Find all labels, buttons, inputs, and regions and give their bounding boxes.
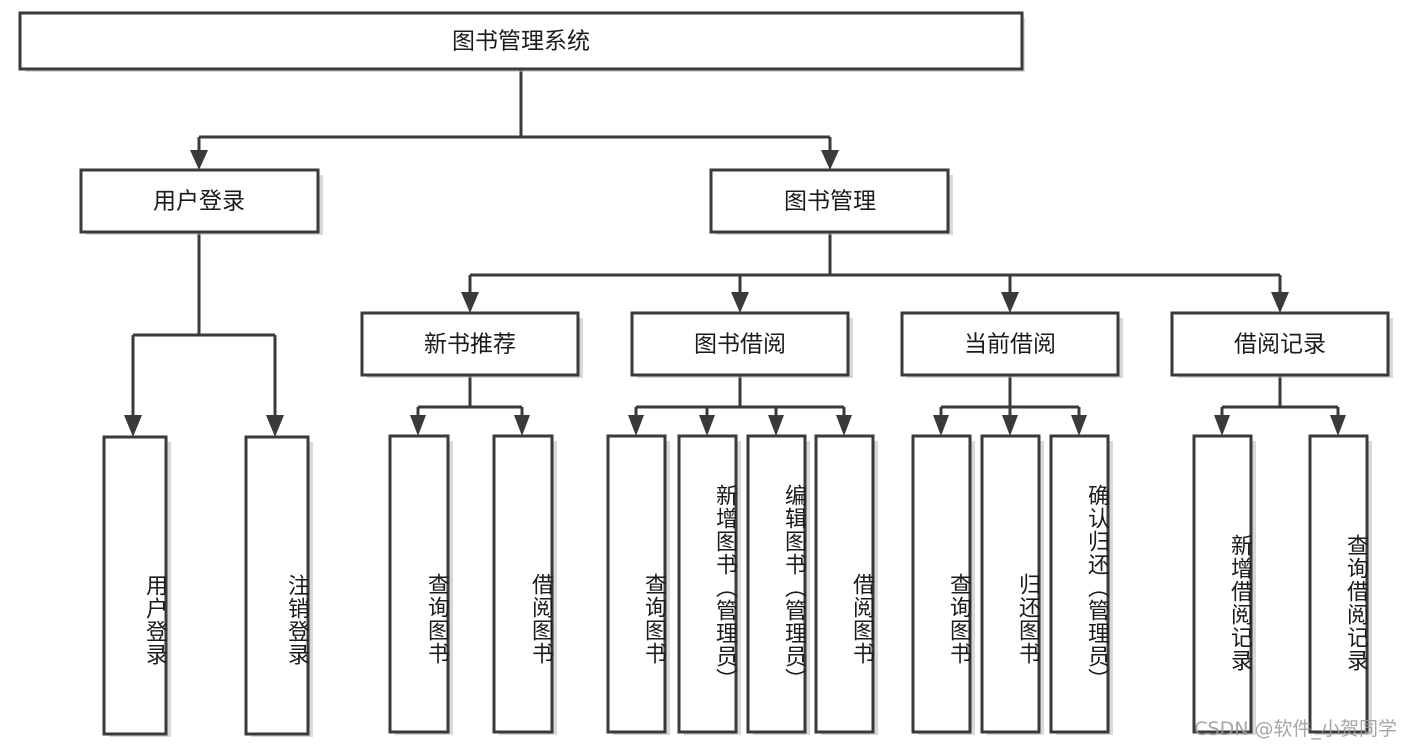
arrowhead-leaf-user-logout — [266, 415, 284, 437]
arrowhead-book-borrow — [731, 292, 749, 313]
arrowhead-borrow-record — [1271, 292, 1289, 313]
arrowhead-current-borrow — [1001, 292, 1019, 313]
node-book-borrow-box[interactable] — [630, 311, 850, 377]
leaf-return-book-box[interactable] — [980, 434, 1041, 734]
leaf-query-book-1-box[interactable] — [388, 434, 450, 734]
node-borrow-record-box[interactable] — [1170, 311, 1390, 377]
connector-layer — [124, 69, 1346, 437]
arrowhead-leaf-add-record — [1214, 415, 1230, 436]
arrowhead-book-manage — [821, 150, 839, 170]
node-current-borrow-box[interactable] — [900, 311, 1120, 377]
leaf-borrow-book-1-box[interactable] — [492, 434, 554, 734]
arrowhead-new-book-rec — [461, 292, 479, 313]
node-user-login-box[interactable] — [79, 168, 320, 234]
node-new-book-rec-label: 新书推荐 — [424, 332, 516, 358]
leaf-query-book-3-box[interactable] — [911, 434, 972, 734]
arrowhead-leaf-confirm-return — [1071, 415, 1087, 436]
arrowhead-leaf-borrow-book-1 — [514, 415, 530, 436]
arrowhead-leaf-user-login — [124, 415, 142, 437]
leaf-confirm-return-box[interactable] — [1049, 434, 1110, 734]
node-book-manage-box[interactable] — [709, 168, 950, 234]
node-root-label: 图书管理系统 — [452, 29, 590, 55]
arrowhead-leaf-query-record — [1330, 415, 1346, 436]
leaf-borrow-book-2-box[interactable] — [814, 434, 875, 734]
arrowhead-leaf-return-book — [1002, 415, 1018, 436]
node-book-manage-label: 图书管理 — [784, 189, 876, 215]
leaf-user-logout-box[interactable] — [244, 435, 310, 736]
arrowhead-leaf-query-book-2 — [628, 415, 644, 436]
arrowhead-leaf-edit-book — [768, 415, 784, 436]
arrowhead-leaf-query-book-3 — [933, 415, 949, 436]
node-new-book-rec-box[interactable] — [360, 311, 580, 377]
arrowhead-leaf-borrow-book-2 — [836, 415, 852, 436]
leaf-add-record-box[interactable] — [1192, 434, 1253, 734]
arrowhead-user-login — [190, 150, 208, 170]
leaf-user-login-box[interactable] — [102, 435, 168, 736]
csdn-watermark: CSDN @软件_小贺同学 — [1194, 718, 1397, 740]
arrowhead-leaf-add-book — [699, 415, 715, 436]
node-user-login-label: 用户登录 — [153, 189, 245, 215]
leaf-query-book-2-box[interactable] — [606, 434, 667, 734]
node-root-box[interactable] — [18, 11, 1024, 71]
leaf-add-book-box[interactable] — [677, 434, 738, 734]
node-book-borrow-label: 图书借阅 — [694, 332, 786, 358]
node-current-borrow-label: 当前借阅 — [964, 332, 1056, 358]
node-layer: 图书管理系统 用户登录 图书管理 新书推荐 图书借阅 当前借阅 借阅记录 — [18, 11, 1393, 737]
arrowhead-leaf-query-book-1 — [410, 415, 426, 436]
leaf-edit-book-box[interactable] — [746, 434, 807, 734]
node-borrow-record-label: 借阅记录 — [1234, 332, 1326, 358]
leaf-query-record-box[interactable] — [1308, 434, 1369, 734]
